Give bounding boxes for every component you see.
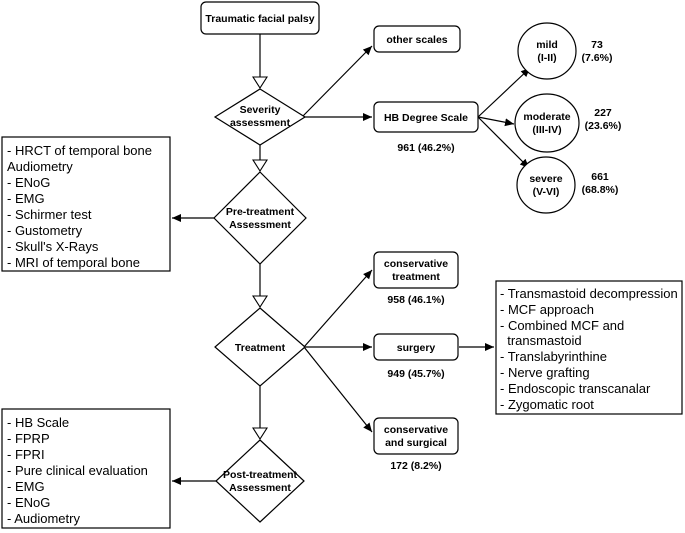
node-conssurg-label-2: and surgical (385, 437, 447, 449)
mild-percent: (7.6%) (582, 52, 613, 64)
node-severe-label-1: severe (529, 173, 562, 185)
node-moderate-label-2: (III-IV) (532, 124, 561, 136)
node-other-scales: other scales (373, 25, 461, 53)
node-treatment-label: Treatment (235, 342, 286, 354)
node-conssurg-label-1: conservative (384, 424, 448, 436)
node-pretreatment-assessment: Pre-treatment Assessment (213, 171, 307, 265)
node-surgery-label: surgery (397, 342, 436, 354)
node-hb-label: HB Degree Scale (384, 112, 468, 124)
posttreatment-test-item: - HB Scale (7, 415, 69, 430)
pretreatment-test-item: - Schirmer test (7, 207, 92, 222)
moderate-count: 227 (594, 107, 612, 119)
severe-count: 661 (591, 171, 609, 183)
surgery-type-item: - Nerve grafting (500, 365, 590, 380)
posttreatment-test-item: - EMG (7, 479, 45, 494)
node-pretreatment-label-2: Assessment (229, 219, 291, 231)
pretreatment-tests-box: - HRCT of temporal bone Audiometry - ENo… (1, 136, 171, 272)
pretreatment-test-item: Audiometry (7, 159, 73, 174)
conservative-count: 958 (46.1%) (387, 294, 444, 306)
posttreatment-test-item: - Audiometry (7, 511, 80, 526)
node-mild-label-1: mild (536, 39, 558, 51)
connector-hb-severe (477, 116, 530, 169)
moderate-percent: (23.6%) (585, 120, 622, 132)
node-posttreatment-label-1: Post-treatment (223, 469, 298, 481)
node-conservative-treatment: conservative treatment (373, 251, 459, 289)
mild-count: 73 (591, 39, 603, 51)
pretreatment-test-item: - MRI of temporal bone (7, 255, 140, 270)
surgery-type-item: - Zygomatic root (500, 397, 594, 412)
open-arrowhead (251, 295, 269, 309)
node-conservative-label-2: treatment (392, 271, 440, 283)
node-mild-label-2: (I-II) (537, 52, 556, 64)
surgery-types-box: - Transmastoid decompression - MCF appro… (495, 280, 683, 415)
connector-hb-moderate (477, 116, 515, 127)
node-severe-label-2: (V-VI) (533, 186, 560, 198)
node-moderate: moderate (III-IV) (514, 93, 580, 153)
node-moderate-label-1: moderate (523, 111, 570, 123)
node-posttreatment-assessment: Post-treatment Assessment (215, 439, 305, 523)
posttreatment-test-item: - Pure clinical evaluation (7, 463, 148, 478)
node-severity-label-1: Severity (240, 104, 281, 116)
open-arrowhead (251, 427, 269, 441)
connector-hb-mild (477, 67, 531, 118)
pretreatment-test-item: - ENoG (7, 175, 50, 190)
open-arrowhead (251, 76, 269, 90)
connector-treatment-conssurg (303, 346, 373, 433)
node-traumatic-facial-palsy: Traumatic facial palsy (200, 1, 320, 35)
surgery-type-item: - Transmastoid decompression (500, 286, 678, 301)
node-start-label: Traumatic facial palsy (205, 13, 314, 25)
surgery-type-item: - Combined MCF and (500, 318, 624, 333)
node-severity-label-2: assessment (230, 117, 291, 129)
posttreatment-test-item: - FPRP (7, 431, 50, 446)
node-conservative-and-surgical: conservative and surgical (373, 417, 459, 455)
connector-treatment-conservative (303, 269, 373, 348)
conssurg-count: 172 (8.2%) (390, 460, 441, 472)
surgery-type-item: - Translabyrinthine (500, 349, 607, 364)
posttreatment-test-item: - FPRI (7, 447, 45, 462)
pretreatment-test-item: - Gustometry (7, 223, 83, 238)
connectors (172, 34, 531, 485)
pretreatment-test-item: - HRCT of temporal bone (7, 143, 152, 158)
connector-severity-otherscales (301, 45, 373, 118)
pretreatment-test-item: - Skull's X-Rays (7, 239, 99, 254)
node-mild: mild (I-II) (517, 22, 577, 80)
surgery-count: 949 (45.7%) (387, 368, 444, 380)
node-conservative-label-1: conservative (384, 258, 448, 270)
pretreatment-test-item: - EMG (7, 191, 45, 206)
surgery-type-item: - Endoscopic transcanalar (500, 381, 651, 396)
node-treatment: Treatment (214, 307, 306, 387)
hb-count: 961 (46.2%) (397, 142, 454, 154)
node-posttreatment-label-2: Assessment (229, 482, 291, 494)
node-pretreatment-label-1: Pre-treatment (226, 206, 295, 218)
node-severity-assessment: Severity assessment (213, 88, 307, 146)
node-hb-degree-scale: HB Degree Scale (373, 101, 479, 133)
surgery-type-item: transmastoid (500, 333, 582, 348)
severe-percent: (68.8%) (582, 184, 619, 196)
node-surgery: surgery (373, 333, 459, 361)
node-other-scales-label: other scales (386, 34, 447, 46)
posttreatment-test-item: - ENoG (7, 495, 50, 510)
surgery-type-item: - MCF approach (500, 302, 594, 317)
posttreatment-tests-box: - HB Scale - FPRP - FPRI - Pure clinical… (1, 408, 171, 529)
open-arrowhead (251, 159, 269, 173)
node-severe: severe (V-VI) (516, 156, 576, 214)
